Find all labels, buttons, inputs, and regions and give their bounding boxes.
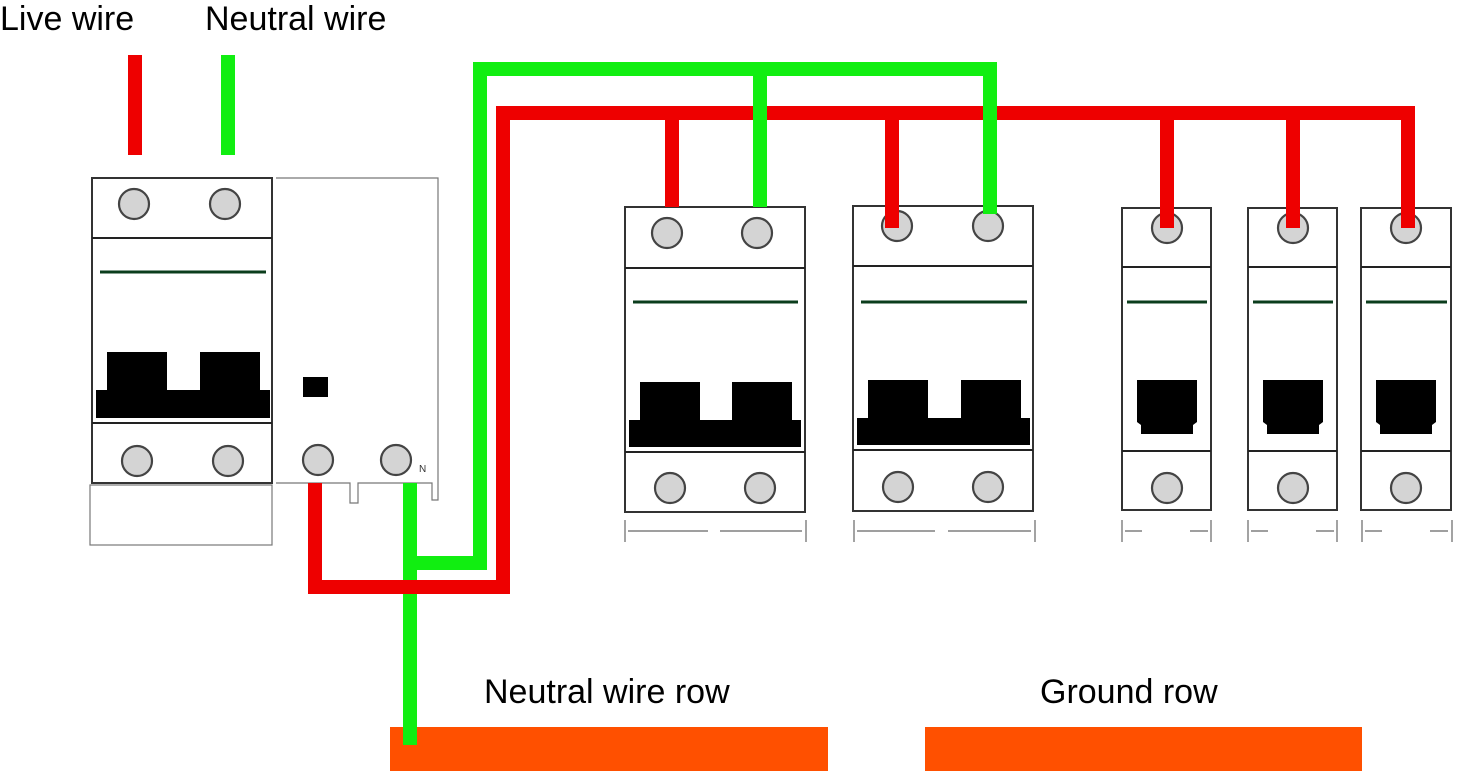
- live-wire-label: Live wire: [0, 0, 134, 38]
- neutral-row-label: Neutral wire row: [484, 673, 730, 711]
- branch-breaker-dimension-mark: [1361, 520, 1453, 542]
- branch-breaker-single-1: [1121, 207, 1212, 542]
- branch-breaker-screw-top-right: [971, 209, 1005, 243]
- branch-breaker-screw-bottom-left: [653, 471, 687, 505]
- branch-breaker-dimension-mark: [1247, 520, 1338, 542]
- rcd-test-button: [303, 377, 328, 397]
- branch-breaker-body: [624, 206, 806, 513]
- rcd-screw-live: [301, 443, 335, 477]
- neutral-busbar: [390, 727, 828, 771]
- branch-breaker-screw-bottom: [1276, 471, 1310, 505]
- main-breaker-screw-bottom-right: [211, 444, 245, 478]
- rcd-module: N: [276, 177, 439, 504]
- branch-breaker-body: [1360, 207, 1452, 511]
- main-breaker-screw-top-right: [208, 187, 242, 221]
- rcd-neutral-mark: N: [419, 464, 426, 475]
- branch-breaker-screw-top-right: [740, 216, 774, 250]
- branch-breaker-screw-bottom-right: [971, 470, 1005, 504]
- branch-breaker-single-2: [1247, 207, 1338, 542]
- main-breaker-base: [89, 484, 273, 546]
- branch-breaker-toggle-handle: [629, 382, 801, 447]
- main-breaker: [89, 177, 273, 546]
- branch-breaker-single-3: [1360, 207, 1453, 542]
- branch-breaker-double-2: [852, 205, 1036, 542]
- neutral-wire-label: Neutral wire: [205, 0, 386, 38]
- branch-breaker-dimension-mark: [1121, 520, 1212, 542]
- branch-breaker-dimension-mark: [624, 520, 807, 542]
- branch-breaker-screw-bottom-left: [881, 470, 915, 504]
- branch-breaker-screw-bottom: [1389, 471, 1423, 505]
- branch-breaker-body: [1121, 207, 1212, 511]
- branch-breaker-toggle-handle: [1376, 380, 1436, 434]
- rcd-module-bottom-edge: [276, 482, 414, 504]
- live-distribution-wire: [308, 106, 1415, 594]
- branch-breaker-dimension-mark: [853, 520, 1036, 542]
- main-breaker-body: [91, 177, 273, 484]
- branch-breaker-screw-bottom-right: [743, 471, 777, 505]
- main-breaker-screw-bottom-left: [120, 444, 154, 478]
- branch-breaker-body: [852, 205, 1034, 512]
- branch-breaker-toggle-handle: [1137, 380, 1197, 434]
- ground-busbar: [925, 727, 1362, 771]
- branch-breaker-toggle-handle: [857, 380, 1030, 445]
- ground-row-label: Ground row: [1040, 673, 1218, 711]
- main-breaker-toggle-handle: [96, 352, 270, 418]
- main-breaker-screw-top-left: [117, 187, 151, 221]
- branch-breaker-toggle-handle: [1263, 380, 1323, 434]
- rcd-module-body: [276, 177, 439, 501]
- branch-breaker-screw-bottom: [1150, 471, 1184, 505]
- rcd-screw-neutral: [379, 443, 413, 477]
- branch-breaker-screw-top-left: [650, 216, 684, 250]
- branch-breaker-double-1: [624, 206, 807, 542]
- branch-breaker-body: [1247, 207, 1338, 511]
